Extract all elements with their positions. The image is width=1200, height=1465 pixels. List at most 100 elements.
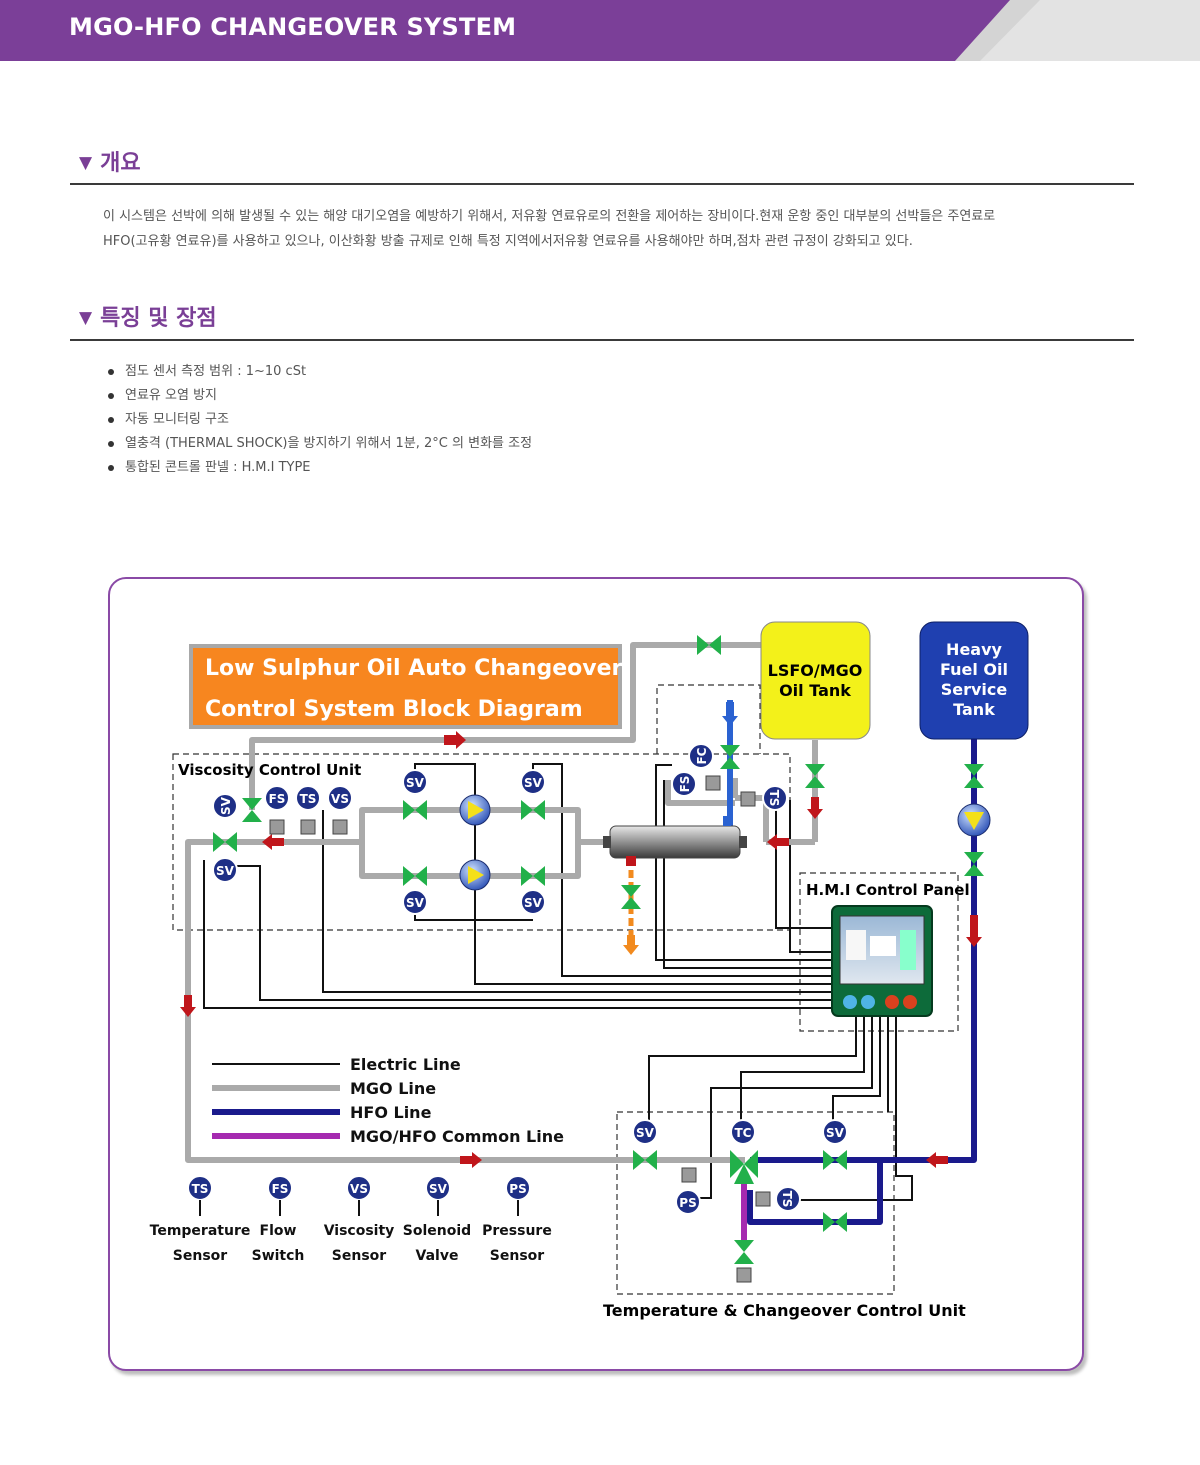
arrow-down-icon [623, 935, 639, 955]
valve-icon [633, 1150, 645, 1170]
arrow-down-icon [807, 797, 823, 819]
tc-tag: TC [730, 1119, 756, 1145]
arrow-left-icon [262, 834, 284, 850]
overview-title: 개요 [100, 151, 141, 176]
ts-tag: TS [775, 1186, 801, 1212]
svg-text:PS: PS [679, 1196, 696, 1210]
pump-icon [459, 794, 491, 826]
sv-tag: SV [402, 769, 428, 795]
svg-text:VS: VS [331, 792, 349, 806]
svg-text:TS: TS [192, 1182, 209, 1196]
arrow-right-icon [444, 731, 466, 749]
triangle-down-icon: ▼ [79, 308, 93, 328]
symbol-fs: FS Flow Switch [252, 1175, 305, 1264]
sensor-fitting-icon [269, 819, 285, 835]
valve-icon [720, 745, 740, 757]
pump-icon [459, 859, 491, 891]
arrow-right-icon [460, 1152, 482, 1168]
sensor-fitting-icon [736, 1267, 752, 1283]
sensor-fitting-icon [740, 791, 756, 807]
common-lines [212, 1133, 747, 1240]
svg-text:SV: SV [219, 796, 233, 815]
valve-icon [213, 832, 225, 852]
svg-text:SV: SV [636, 1126, 655, 1140]
symbol-ts: TS Temperature Sensor [150, 1175, 250, 1264]
arrow-left-icon [926, 1152, 948, 1168]
overview-text: 이 시스템은 선박에 의해 발생될 수 있는 해양 대기오염을 예방하기 위해서… [103, 204, 1103, 254]
symbol-sv: SV Solenoid Valve [403, 1175, 471, 1264]
valve-icon [521, 800, 533, 820]
svg-text:SV: SV [216, 864, 235, 878]
lsfo-tank-label: LSFO/MGO [768, 661, 863, 680]
svg-text:Switch: Switch [252, 1248, 305, 1264]
svg-text:SV: SV [524, 896, 543, 910]
overview-line: 이 시스템은 선박에 의해 발생될 수 있는 해양 대기오염을 예방하기 위해서… [103, 209, 996, 224]
svg-text:TS: TS [300, 792, 317, 806]
page-header: MGO-HFO CHANGEOVER SYSTEM [0, 0, 1200, 61]
svg-text:Viscosity: Viscosity [324, 1223, 395, 1239]
valve-icon [403, 800, 415, 820]
svg-text:SV: SV [826, 1126, 845, 1140]
svg-text:FS: FS [269, 792, 286, 806]
sensor-fittings [269, 775, 771, 1283]
svg-text:PS: PS [509, 1182, 526, 1196]
mgo-lines [185, 642, 818, 1163]
overview-heading: ▼ 개요 [79, 145, 141, 177]
header-banner [0, 0, 1200, 61]
overview-divider [70, 183, 1134, 185]
hfo-tank-label: Fuel Oil [940, 660, 1008, 679]
legend-item: MGO/HFO Common Line [350, 1127, 564, 1146]
list-item: 연료유 오염 방지 [104, 384, 532, 408]
legend-item: Electric Line [350, 1055, 461, 1074]
diagram-title-box [189, 644, 622, 729]
hfo-tank-label: Tank [953, 700, 995, 719]
flow-arrows [180, 731, 982, 1168]
viscosity-unit-label: Viscosity Control Unit [178, 761, 361, 779]
temp-unit-label: Temperature & Changeover Control Unit [603, 1301, 966, 1320]
svg-text:FS: FS [678, 776, 692, 793]
valve-icon [734, 1240, 754, 1252]
svg-text:SV: SV [524, 776, 543, 790]
flow-unit-box [656, 684, 761, 754]
hfo-tank-label: Heavy [946, 640, 1002, 659]
sensor-fitting-icon [681, 1167, 697, 1183]
fs-tag: FS [264, 785, 290, 811]
valve-icon [823, 1150, 835, 1170]
svg-text:TS: TS [780, 1191, 794, 1208]
electric-lines [203, 763, 913, 1201]
arrow-down-icon [180, 995, 196, 1017]
list-item: 열충격 (THERMAL SHOCK)을 방지하기 위해서 1분, 2°C 의 … [104, 432, 532, 456]
fc-tag: FC [688, 743, 714, 769]
symbol-vs: VS Viscosity Sensor [324, 1175, 395, 1264]
sv-tag: SV [212, 793, 238, 819]
features-list: 점도 센서 측정 범위 : 1~10 cSt 연료유 오염 방지 자동 모니터링… [104, 360, 532, 480]
svg-text:Pressure: Pressure [482, 1223, 552, 1239]
heater-icon [603, 816, 747, 866]
ps-tag: PS [675, 1189, 701, 1215]
arrow-down-icon [966, 915, 982, 947]
ts-tag: TS [762, 785, 788, 811]
features-divider [70, 339, 1134, 341]
svg-text:SV: SV [429, 1182, 448, 1196]
fs-tag: FS [671, 771, 697, 797]
hmi-screen-icon [831, 905, 933, 1017]
triangle-down-icon: ▼ [79, 153, 93, 173]
sv-tag: SV [402, 889, 428, 915]
sensor-fitting-icon [705, 775, 721, 791]
sensor-fitting-icon [332, 819, 348, 835]
svg-text:VS: VS [350, 1182, 368, 1196]
svg-text:SV: SV [406, 896, 425, 910]
diagram-title-line2: Control System Block Diagram [205, 697, 583, 722]
diagram-title-line1: Low Sulphur Oil Auto Changeover [205, 656, 623, 681]
arrow-left-icon [767, 834, 789, 850]
valve-icon [823, 1212, 835, 1232]
hfo-tank [919, 621, 1029, 740]
list-item: 통합된 콘트롤 판넬 : H.M.I TYPE [104, 456, 532, 480]
sv-tag: SV [520, 769, 546, 795]
valve-icon [964, 852, 984, 864]
svg-text:Solenoid: Solenoid [403, 1223, 471, 1239]
svg-text:SV: SV [406, 776, 425, 790]
svg-text:Flow: Flow [260, 1223, 297, 1239]
page-title: MGO-HFO CHANGEOVER SYSTEM [69, 13, 517, 41]
